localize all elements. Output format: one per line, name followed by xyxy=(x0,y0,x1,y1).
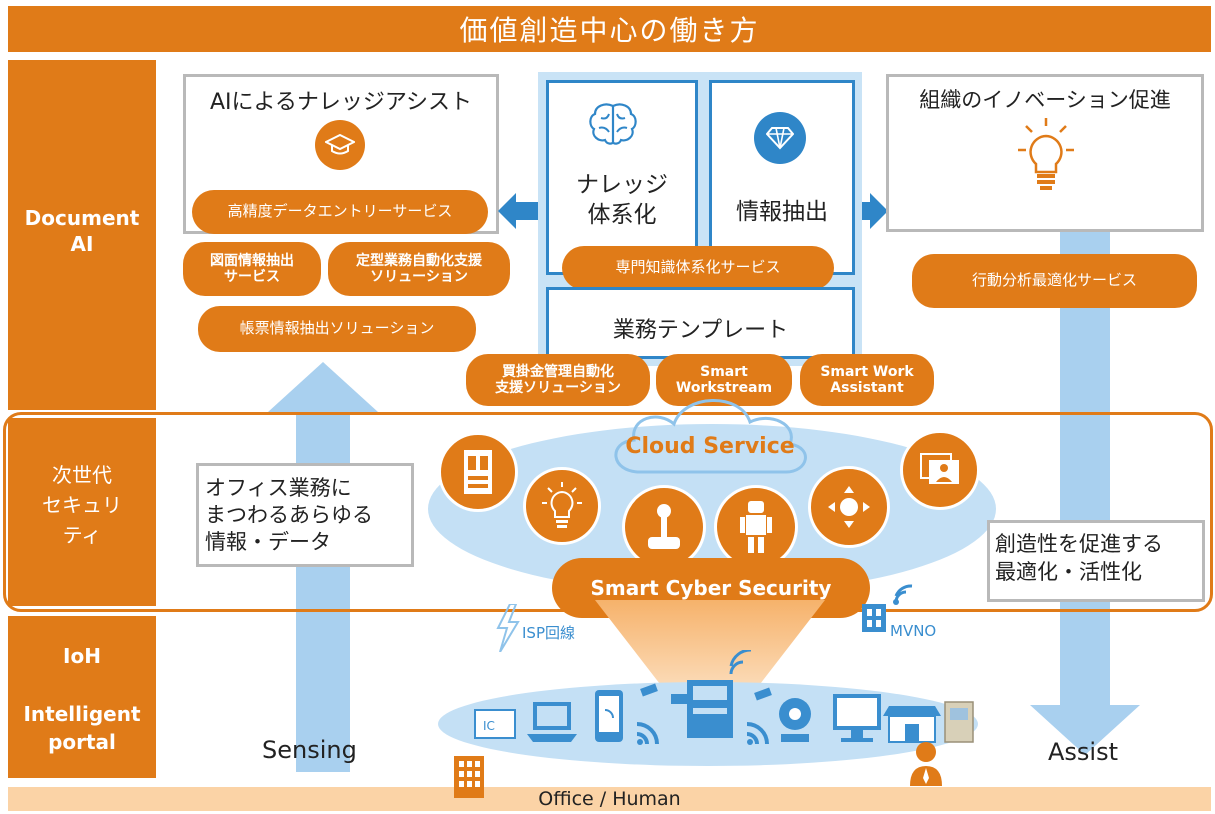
cloud-outline xyxy=(614,399,807,474)
connection-funnel xyxy=(595,600,825,710)
band-security xyxy=(8,418,156,606)
expert-knowledge-service: 専門知識体系化サービス xyxy=(562,246,834,290)
footer-label: Office / Human xyxy=(538,788,681,810)
band-document-ai-line1: Document xyxy=(24,206,140,230)
laptop-icon xyxy=(527,702,577,742)
office-info-box xyxy=(196,463,414,567)
lightning-icon xyxy=(496,604,520,652)
template-label: 業務テンプレート xyxy=(612,318,789,343)
cabinet-icon xyxy=(438,432,518,512)
smartphone-icon xyxy=(595,690,623,742)
smart-workstream: Smart Workstream xyxy=(656,354,792,406)
footer-bar: Office / Human xyxy=(8,787,1211,811)
band-portal-line1: Intelligent xyxy=(23,702,141,726)
printer-icon xyxy=(671,650,752,738)
innovation-box xyxy=(886,74,1204,232)
form-extraction-solution: 帳票情報抽出ソリューション xyxy=(198,306,476,352)
band-ioh-label: IoH xyxy=(63,644,101,668)
photo-cards-icon xyxy=(900,430,980,510)
diamond-icon xyxy=(754,112,806,164)
drawing-extraction-service: 図面情報抽出 サービス xyxy=(183,242,321,296)
ic-card-icon: IC xyxy=(474,709,516,739)
move-arrows-icon xyxy=(808,466,890,548)
creativity-text: 創造性を促進する 最適化・活性化 xyxy=(995,532,1163,584)
mvno-icon xyxy=(862,584,913,632)
store-icon xyxy=(883,706,941,743)
brain-icon xyxy=(585,96,641,152)
monitor-icon xyxy=(833,694,881,742)
payables-automation-solution: 買掛金管理自動化 支援ソリューション xyxy=(466,354,650,406)
knowledge-label: ナレッジ 体系化 xyxy=(576,172,668,228)
wifi-icon-2 xyxy=(746,722,769,745)
innovation-title: 組織のイノベーション促進 xyxy=(919,88,1171,112)
wifi-icon-1 xyxy=(636,722,659,745)
extraction-box xyxy=(709,80,855,275)
mvno-label: MVNO xyxy=(890,622,937,640)
person-icon xyxy=(910,742,942,786)
sensing-label: Sensing xyxy=(262,736,357,764)
svg-text:IC: IC xyxy=(483,719,495,733)
lightbulb-circle-icon xyxy=(523,467,601,545)
band-document-ai-line2: AI xyxy=(70,232,94,256)
routine-automation-solution: 定型業務自動化支援 ソリューション xyxy=(328,242,510,296)
header-bar: 価値創造中心の働き方 xyxy=(8,6,1211,52)
band-portal-line2: portal xyxy=(48,730,116,754)
knowledge-assist-title: AIによるナレッジアシスト xyxy=(210,90,472,115)
band-security-line1: 次世代 xyxy=(52,463,112,487)
behavior-analysis-service: 行動分析最適化サービス xyxy=(912,254,1197,308)
cloud-service-label: Cloud Service xyxy=(625,434,795,459)
devices-row: IC xyxy=(474,650,974,745)
isp-label: ISP回線 xyxy=(522,624,575,642)
band-security-label: 次世代 セキュリ ティ xyxy=(8,460,156,550)
lightbulb-icon xyxy=(1018,118,1074,190)
assist-label: Assist xyxy=(1048,738,1119,766)
terminal-icon xyxy=(944,701,974,743)
robot-icon xyxy=(714,485,798,569)
data-entry-service: 高精度データエントリーサービス xyxy=(192,190,488,234)
right-blue-arrow xyxy=(856,193,888,229)
webcam-icon xyxy=(779,698,811,742)
graduation-cap-icon xyxy=(315,120,365,170)
left-blue-arrow xyxy=(498,193,544,229)
band-security-line3: ティ xyxy=(62,523,102,547)
band-portal-label: Intelligent portal xyxy=(8,700,156,756)
header-title: 価値創造中心の働き方 xyxy=(459,14,760,47)
band-document-ai xyxy=(8,60,156,410)
assist-arrow xyxy=(1030,225,1140,755)
small-device-icons xyxy=(640,683,772,701)
band-ioh xyxy=(8,616,156,778)
joystick-icon xyxy=(622,485,706,569)
building-icon xyxy=(454,756,484,798)
band-security-line2: セキュリ xyxy=(42,493,122,517)
office-info-text: オフィス業務に まつわるあらゆる 情報・データ xyxy=(205,476,373,554)
sensing-arrow xyxy=(268,362,378,772)
smart-work-assistant: Smart Work Assistant xyxy=(800,354,934,406)
extraction-label: 情報抽出 xyxy=(736,199,828,225)
creativity-box xyxy=(987,520,1205,602)
band-document-ai-label: Document AI xyxy=(8,205,156,257)
